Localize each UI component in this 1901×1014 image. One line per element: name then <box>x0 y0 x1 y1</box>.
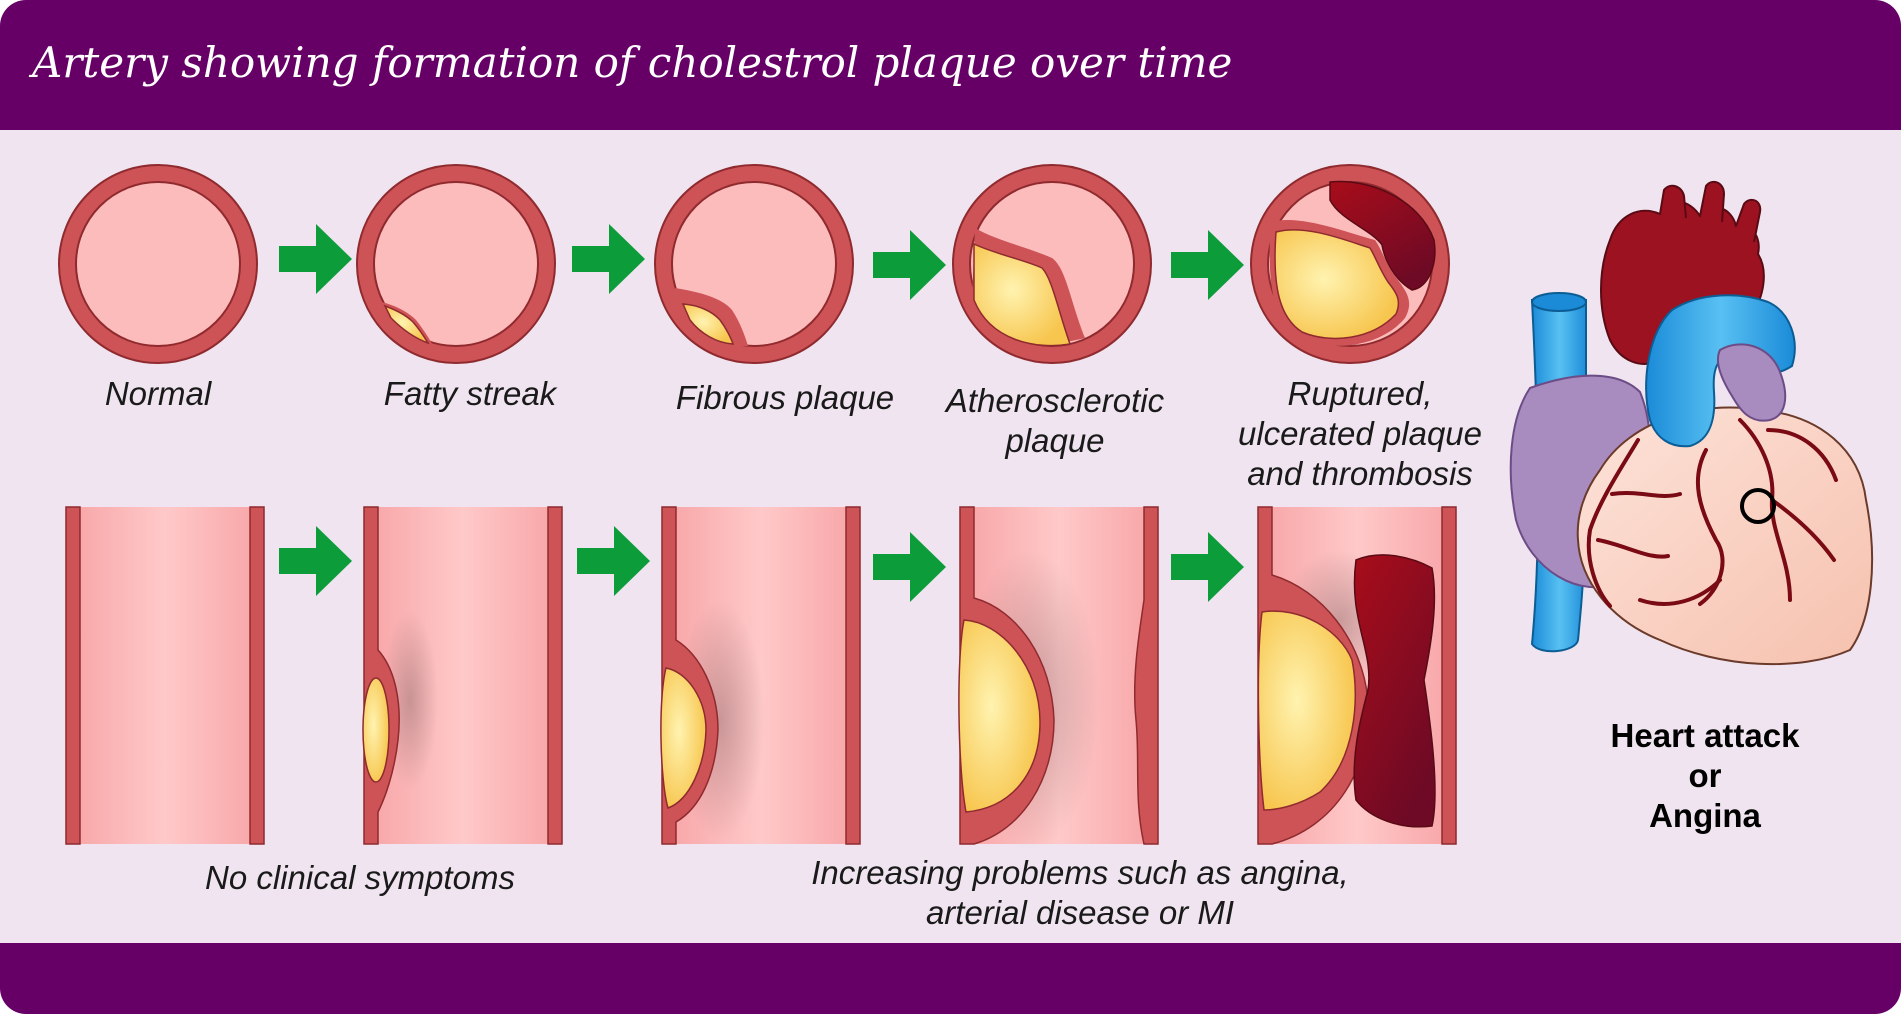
stage-label-ruptured-plaque: Ruptured, ulcerated plaque and thrombosi… <box>1237 375 1483 492</box>
blockage-marker-circle <box>1740 488 1776 524</box>
longitudinal-normal <box>65 506 265 845</box>
cross-section-atherosclerotic-plaque <box>952 164 1152 364</box>
arrow-bottom-2 <box>577 526 650 596</box>
arrow-top-3 <box>873 230 946 300</box>
longitudinal-fatty-streak <box>362 506 563 845</box>
cross-section-ruptured-plaque <box>1250 164 1450 364</box>
longitudinal-atherosclerotic-plaque <box>958 506 1159 850</box>
arrow-top-2 <box>572 224 645 294</box>
longitudinal-ruptured-plaque <box>1257 506 1457 845</box>
stage-label-fatty-streak: Fatty streak <box>383 375 557 412</box>
stage-label-fibrous-plaque: Fibrous plaque <box>675 379 895 416</box>
stage-label-atherosclerotic-plaque: Atherosclerotic plaque <box>945 382 1165 459</box>
group-label-increasing-problems: Increasing problems such as angina, arte… <box>811 854 1349 931</box>
group-label-no-symptoms: No clinical symptoms <box>205 859 515 896</box>
diagram-title: Artery showing formation of cholestrol p… <box>32 38 1233 87</box>
heart-illustration <box>1509 180 1874 666</box>
stage-label-normal: Normal <box>104 375 212 412</box>
arrow-bottom-3 <box>873 532 946 602</box>
cross-section-fibrous-plaque <box>654 164 854 364</box>
arrow-top-1 <box>279 224 352 294</box>
footer-bar <box>0 943 1901 1014</box>
arrow-top-4 <box>1171 230 1244 300</box>
cross-section-normal <box>58 164 258 364</box>
arrow-bottom-1 <box>279 526 352 596</box>
cross-section-fatty-streak <box>356 164 556 364</box>
arrow-bottom-4 <box>1171 532 1244 602</box>
header-bar: Artery showing formation of cholestrol p… <box>0 0 1901 130</box>
outcome-label: Heart attack or Angina <box>1610 717 1800 834</box>
longitudinal-fibrous-plaque <box>660 506 861 845</box>
